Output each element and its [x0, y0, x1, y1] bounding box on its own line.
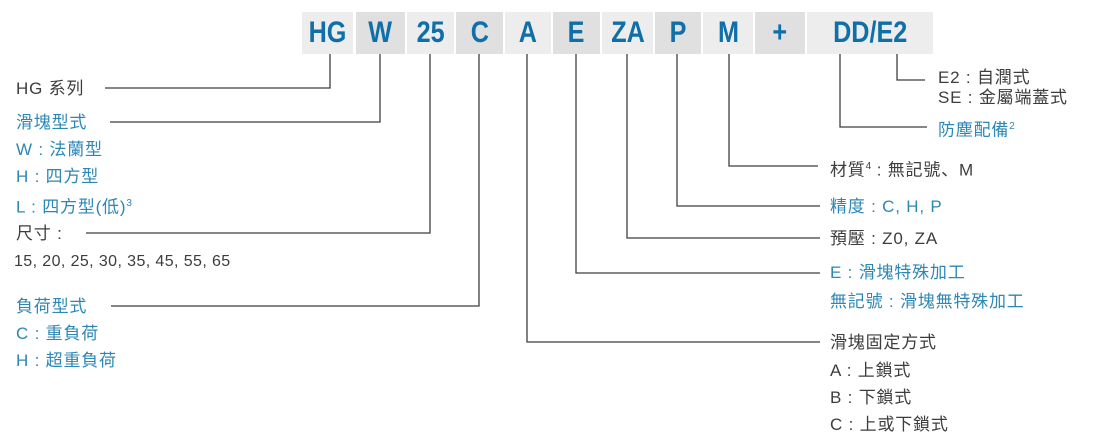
code-segment-slider-type: W: [356, 12, 405, 54]
code-segment-slider-type-text: W: [368, 16, 393, 49]
connector-fixing: [526, 54, 820, 343]
code-segment-plus-text: +: [772, 16, 788, 49]
code-segment-load-type: C: [456, 12, 503, 54]
load-type-option-c: C : 重負荷: [16, 324, 100, 343]
material-label: 材質4 : 無記號、M: [830, 157, 974, 181]
connector-precision: [676, 54, 820, 207]
dust-option-se: SE : 金屬端蓋式: [938, 88, 1068, 107]
size-title: 尺寸 :: [16, 224, 63, 243]
size-values: 15, 20, 25, 30, 35, 45, 55, 65: [14, 253, 231, 270]
special-machining-option-e: E : 滑塊特殊加工: [830, 263, 966, 282]
connector-series: [105, 54, 331, 89]
connector-slider-type: [110, 54, 381, 123]
special-machining-option-none: 無記號 : 滑塊無特殊加工: [830, 292, 1025, 311]
slider-type-option-w: W : 法蘭型: [16, 140, 103, 159]
code-segment-precision-text: P: [669, 16, 687, 49]
code-segment-material: M: [703, 12, 753, 54]
fixing-method-title: 滑塊固定方式: [830, 333, 937, 352]
code-segment-material-text: M: [717, 16, 739, 49]
material-label-text: 材質: [830, 160, 866, 180]
code-segment-preload: ZA: [602, 12, 653, 54]
code-segment-size-text: 25: [416, 16, 445, 49]
code-segment-series-text: HG: [308, 16, 347, 49]
code-segment-plus: +: [755, 12, 805, 54]
connector-special: [575, 54, 820, 274]
fixing-option-b: B : 下鎖式: [830, 388, 913, 407]
code-segment-preload-text: ZA: [610, 16, 645, 49]
code-segment-dust-text: DD/E2: [832, 16, 908, 49]
connector-preload: [626, 54, 820, 239]
dust-title-text: 防塵配備: [938, 120, 1010, 140]
precision-label: 精度 : C, H, P: [830, 197, 943, 216]
slider-type-option-l-text: L : 四方型(低): [16, 197, 127, 217]
footnote-4-superscript: 4: [865, 161, 872, 172]
load-type-option-h: H : 超重負荷: [16, 351, 117, 370]
slider-type-option-l: L : 四方型(低)3: [16, 194, 132, 218]
footnote-3-superscript: 3: [126, 198, 132, 209]
fixing-option-a: A : 上鎖式: [830, 361, 912, 380]
slider-type-title: 滑塊型式: [16, 113, 88, 132]
code-segment-special: E: [553, 12, 600, 54]
code-segment-size: 25: [407, 12, 454, 54]
preload-label: 預壓 : Z0, ZA: [830, 229, 938, 248]
material-label-options: : 無記號、M: [871, 160, 974, 180]
code-segment-fixing-text: A: [518, 16, 538, 49]
connector-load-type: [111, 54, 480, 307]
code-segment-dust: DD/E2: [807, 12, 933, 54]
dust-title: 防塵配備2: [938, 117, 1015, 141]
code-segment-precision: P: [655, 12, 701, 54]
code-segment-special-text: E: [568, 16, 585, 49]
dust-option-e2: E2 : 自潤式: [938, 68, 1031, 87]
fixing-option-c: C : 上或下鎖式: [830, 415, 949, 434]
connector-dust-e2: [896, 54, 925, 81]
code-segment-fixing: A: [505, 12, 551, 54]
slider-type-option-h: H : 四方型: [16, 167, 100, 186]
code-segment-load-type-text: C: [470, 16, 489, 49]
connector-dust: [839, 54, 927, 128]
load-type-title: 負荷型式: [16, 297, 88, 316]
footnote-2-superscript: 2: [1009, 121, 1015, 132]
connector-size: [86, 54, 431, 234]
connector-material: [728, 54, 818, 167]
series-label: HG 系列: [16, 79, 85, 98]
code-segment-series: HG: [302, 12, 353, 54]
